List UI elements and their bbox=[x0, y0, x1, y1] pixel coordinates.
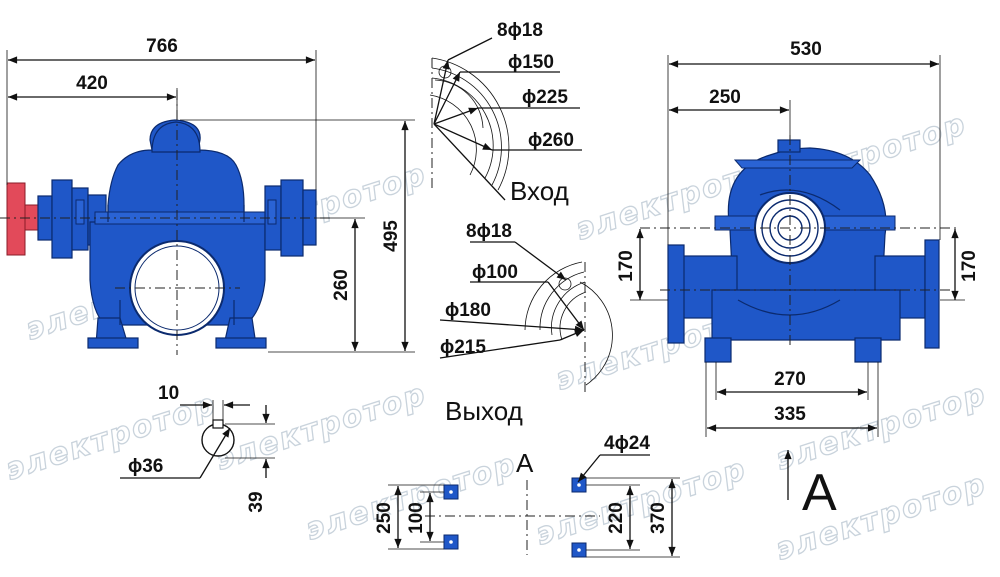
coupling-half bbox=[6, 182, 26, 256]
dim-220-feet: 220 bbox=[606, 502, 627, 534]
inlet-label: Вход bbox=[510, 176, 569, 206]
inlet-d225-label: ϕ225 bbox=[522, 87, 568, 108]
inlet-d260-label: ϕ260 bbox=[528, 130, 574, 151]
inlet-d150-label: ϕ150 bbox=[508, 52, 554, 73]
dim-335: 335 bbox=[774, 404, 806, 425]
dim-170-right: 170 bbox=[959, 250, 980, 282]
dim-370-feet: 370 bbox=[648, 502, 669, 534]
outlet-holes-label: 8ϕ18 bbox=[466, 221, 512, 242]
inlet-flange-detail: 8ϕ18 ϕ150 ϕ225 ϕ260 Вход bbox=[429, 20, 582, 206]
shaft-diameter-label: ϕ36 bbox=[128, 456, 163, 477]
side-view-dimensions: 530 250 170 170 270 335 A bbox=[616, 39, 980, 522]
dim-530: 530 bbox=[790, 39, 822, 60]
outlet-d100-label: ϕ100 bbox=[472, 262, 518, 283]
dim-250-feet: 250 bbox=[374, 502, 395, 534]
side-left-flange bbox=[667, 244, 685, 344]
outlet-flange-detail: 8ϕ18 ϕ100 ϕ180 ϕ215 Выход bbox=[439, 221, 613, 426]
foot-holes-view: A 250 100 220 370 4ϕ24 bbox=[374, 433, 680, 558]
watermark-text: электротор bbox=[532, 452, 751, 553]
dim-170-left: 170 bbox=[616, 250, 637, 282]
foot-holes-label: 4ϕ24 bbox=[604, 433, 650, 454]
side-right-flange bbox=[924, 239, 940, 349]
key-width-label: 10 bbox=[158, 383, 179, 404]
dim-766: 766 bbox=[146, 36, 178, 57]
watermark-text: электротор bbox=[2, 387, 221, 488]
outlet-label: Выход bbox=[445, 396, 523, 426]
dim-270: 270 bbox=[774, 369, 806, 390]
side-view-pump bbox=[640, 135, 960, 363]
dim-260: 260 bbox=[331, 269, 352, 301]
dim-100-feet: 100 bbox=[406, 502, 427, 534]
inlet-holes-label: 8ϕ18 bbox=[497, 20, 543, 41]
dim-495: 495 bbox=[381, 220, 402, 252]
shaft-height-label: 39 bbox=[246, 491, 267, 512]
watermark-text: электротор bbox=[212, 377, 431, 478]
view-letter-a: A bbox=[802, 464, 837, 522]
front-view-dimensions: 766 420 495 260 bbox=[6, 36, 415, 353]
outlet-d215-label: ϕ215 bbox=[440, 337, 486, 358]
view-a-title: A bbox=[516, 448, 534, 478]
upper-casing bbox=[107, 119, 245, 223]
shaft-key-detail: 10 ϕ36 39 bbox=[120, 383, 275, 513]
dim-420: 420 bbox=[76, 73, 108, 94]
front-view-pump bbox=[0, 90, 330, 355]
outlet-d180-label: ϕ180 bbox=[445, 300, 491, 321]
dim-250: 250 bbox=[709, 87, 741, 108]
